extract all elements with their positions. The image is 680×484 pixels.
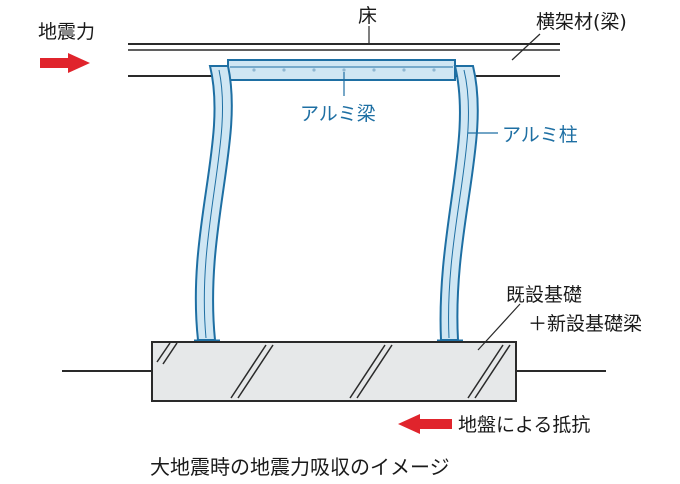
aluminum-column-left — [194, 65, 233, 343]
seismic-force-label: 地震力 — [38, 21, 95, 43]
foundation-block — [151, 341, 517, 402]
aluminum-column-right — [437, 65, 479, 343]
aluminum-column-label: アルミ柱 — [502, 124, 578, 146]
aluminum-beam-label: アルミ梁 — [300, 103, 376, 125]
beam-label: 横架材(梁) — [536, 11, 627, 33]
seismic-force-arrow — [40, 53, 90, 73]
diagram-caption: 大地震時の地震力吸収のイメージ — [150, 455, 450, 479]
aluminum-beam — [227, 59, 456, 81]
foundation-label-line2: ＋新設基礎梁 — [528, 313, 642, 335]
leader-lines — [343, 26, 541, 351]
foundation-leader — [477, 303, 521, 351]
foundation-label-line1: 既設基礎 — [506, 284, 582, 306]
ground-resistance-label: 地盤による抵抗 — [458, 414, 590, 436]
ground-resistance-arrow — [398, 414, 452, 434]
beam-leader — [511, 33, 541, 61]
floor-label: 床 — [358, 5, 377, 27]
